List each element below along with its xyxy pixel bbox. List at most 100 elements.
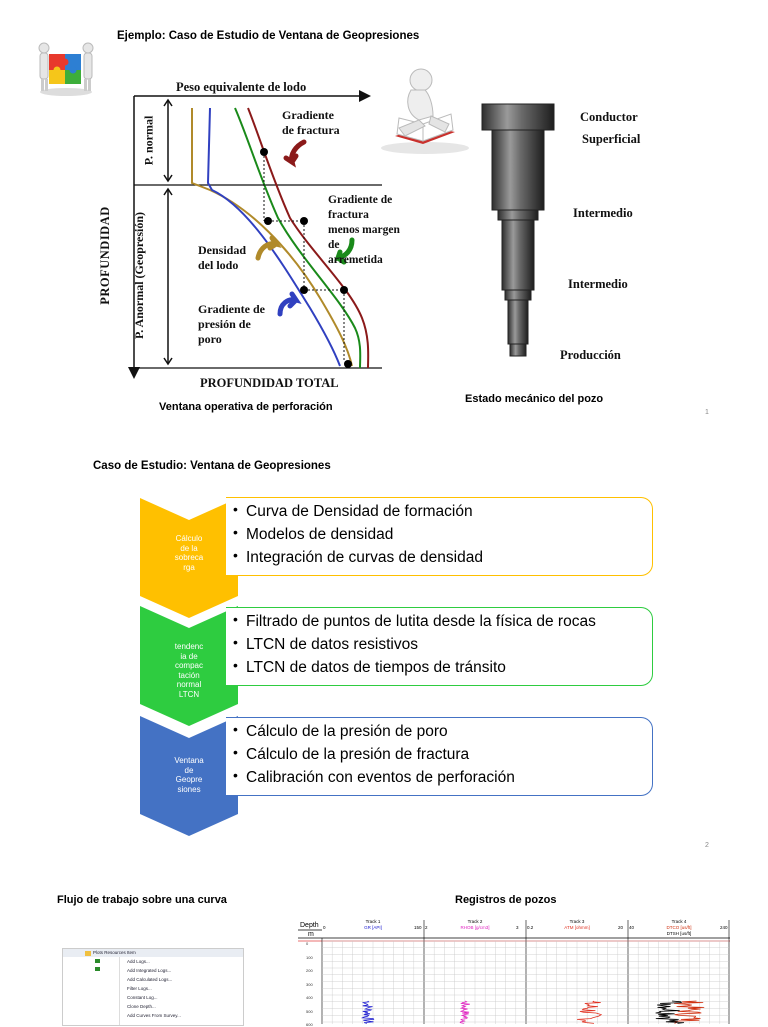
step-box-1: Curva de Densidad de formación Modelos d… <box>226 497 653 576</box>
step-chevron-1 <box>140 498 238 618</box>
person-reading-book-icon <box>375 66 473 156</box>
menu-item-constant-log[interactable]: Constant Log... <box>127 995 158 1000</box>
track-curve-3: ATM [ohmm] <box>564 925 590 930</box>
depth-header-label: Depth <box>300 922 319 929</box>
log-curve-track-4-dtsh <box>655 1000 685 1024</box>
production-casing <box>509 343 527 357</box>
slide-3-title-left: Flujo de trabajo sobre una curva <box>57 894 227 906</box>
depth-tick-label: 100 <box>306 954 313 960</box>
fracture-arrow-icon <box>283 139 307 168</box>
depth-tick-label: 400 <box>306 995 313 1000</box>
track-name-1: Track 1 <box>365 919 381 924</box>
zone-abnormal-label: P. Anormal (Geopresión) <box>132 211 147 340</box>
slide-2-title: Caso de Estudio: Ventana de Geopresiones <box>93 460 331 472</box>
track-min-3: 0.2 <box>527 925 534 930</box>
page-number-2: 2 <box>705 842 709 849</box>
tree-node-icon <box>95 959 100 963</box>
well-logs-svg <box>298 920 730 1024</box>
step-chevron-2 <box>140 606 238 726</box>
slide-2: Caso de Estudio: Ventana de Geopresiones… <box>0 440 768 860</box>
caption-right: Estado mecánico del pozo <box>465 393 604 405</box>
track-curve-4: DTCO [us/ft] <box>666 925 692 930</box>
track-max-4: 240 <box>720 925 728 930</box>
track-max-1: 150 <box>414 925 422 930</box>
menu-item-add-calculated-logs[interactable]: Add Calculated Logs... <box>127 977 173 982</box>
depth-tick-label: 0 <box>306 941 309 946</box>
log-curve-track-4 <box>673 1000 705 1024</box>
step-box-3: Cálculo de la presión de poro Cálculo de… <box>226 717 653 796</box>
track-min-4: 40 <box>629 925 635 930</box>
step-box-2: Filtrado de puntos de lutita desde la fí… <box>226 607 653 686</box>
track-min-1: 0 <box>323 925 326 930</box>
menu-item-filter-logs[interactable]: Filter Logs... <box>127 986 152 991</box>
pore-arrow-icon <box>277 291 302 317</box>
menu-item-add-logs[interactable]: Add Logs... <box>127 959 150 964</box>
fracture-gradient-curve <box>247 107 370 369</box>
step-1-bullet-2: Modelos de densidad <box>233 521 652 546</box>
tree-node-icon-2 <box>95 967 100 971</box>
well-casing-diagram <box>478 100 568 370</box>
chart-y-label: PROFUNDIDAD <box>97 206 112 305</box>
slide-1-title: Ejemplo: Caso de Estudio de Ventana de G… <box>117 30 420 42</box>
fracture-minus-margin-curve <box>234 107 362 369</box>
intermediate-casing-1 <box>501 219 535 291</box>
geopressure-window-chart: Peso equivalente de lodo PROFUNDIDAD P. … <box>97 78 400 398</box>
mud-arrow-icon <box>255 235 282 261</box>
menu-item-add-integrated-logs[interactable]: Add Integrated Logs... <box>127 968 172 973</box>
slide-1: Ejemplo: Caso de Estudio de Ventana de G… <box>0 0 768 430</box>
track-name-4: Track 4 <box>671 919 687 924</box>
well-label-surface: Superficial <box>582 132 641 146</box>
step-2-bullet-2: LTCN de datos resistivos <box>233 631 652 656</box>
slide-3: Flujo de trabajo sobre una curva Registr… <box>0 880 768 1027</box>
margin-arrow-icon <box>334 237 355 265</box>
caption-left: Ventana operativa de perforación <box>159 401 333 413</box>
well-label-intermediate-2: Intermedio <box>568 277 628 291</box>
step-1-bullet-3: Integración de curvas de densidad <box>233 544 652 569</box>
depth-unit-label: m <box>308 931 314 938</box>
menu-item-add-curves-from-survey[interactable]: Add Curves From Survey... <box>127 1013 181 1018</box>
geopressure-chart-svg <box>128 90 382 379</box>
log-curve-track-3 <box>577 1000 603 1024</box>
depth-tick-label: 500 <box>306 1008 313 1014</box>
track-min-2: 2 <box>425 925 428 930</box>
pore-pressure-curve <box>206 107 341 367</box>
slide-3-title-right: Registros de pozos <box>455 894 557 906</box>
track-max-2: 3 <box>516 925 519 930</box>
intermediate-casing-2 <box>507 299 529 345</box>
surface-casing <box>491 129 545 211</box>
step-1-bullet-1: Curva de Densidad de formación <box>233 498 652 523</box>
conductor-casing <box>481 103 555 131</box>
well-label-production: Producción <box>560 348 621 362</box>
well-label-intermediate-1: Intermedio <box>573 206 633 220</box>
menu-item-clone-depth[interactable]: Clone Depth... <box>127 1004 156 1009</box>
log-curve-track-2 <box>459 1000 470 1024</box>
menu-root: Plots Resources Item <box>93 950 136 955</box>
chart-top-label: Peso equivalente de lodo <box>176 80 307 94</box>
log-curve-track-1 <box>360 1000 375 1024</box>
zone-normal-label: P. normal <box>141 115 156 166</box>
step-3-bullet-2: Cálculo de la presión de fractura <box>233 741 652 766</box>
well-label-conductor: Conductor <box>580 110 638 124</box>
tree-folder-icon <box>85 951 91 956</box>
depth-tick-label: 600 <box>306 1022 313 1027</box>
step-2-bullet-3: LTCN de datos de tiempos de tránsito <box>233 654 652 679</box>
page-number-1: 1 <box>705 409 709 416</box>
puzzle-people-icon <box>35 36 97 98</box>
track-name-2: Track 2 <box>467 919 483 924</box>
track-curve-2: RHOB [g/cm3] <box>460 925 490 930</box>
depth-tick-label: 300 <box>306 981 313 987</box>
context-menu-panel: Plots Resources Item Add Logs... Add Int… <box>62 948 244 1026</box>
step-3-bullet-1: Cálculo de la presión de poro <box>233 718 652 743</box>
chart-bottom-label: PROFUNDIDAD TOTAL <box>200 376 339 390</box>
step-2-bullet-1: Filtrado de puntos de lutita desde la fí… <box>233 608 652 633</box>
track-name-3: Track 3 <box>569 919 585 924</box>
step-chevron-3 <box>140 716 238 836</box>
step-3-bullet-3: Calibración con eventos de perforación <box>233 764 652 789</box>
track-curve-1: GR [API] <box>364 925 382 930</box>
